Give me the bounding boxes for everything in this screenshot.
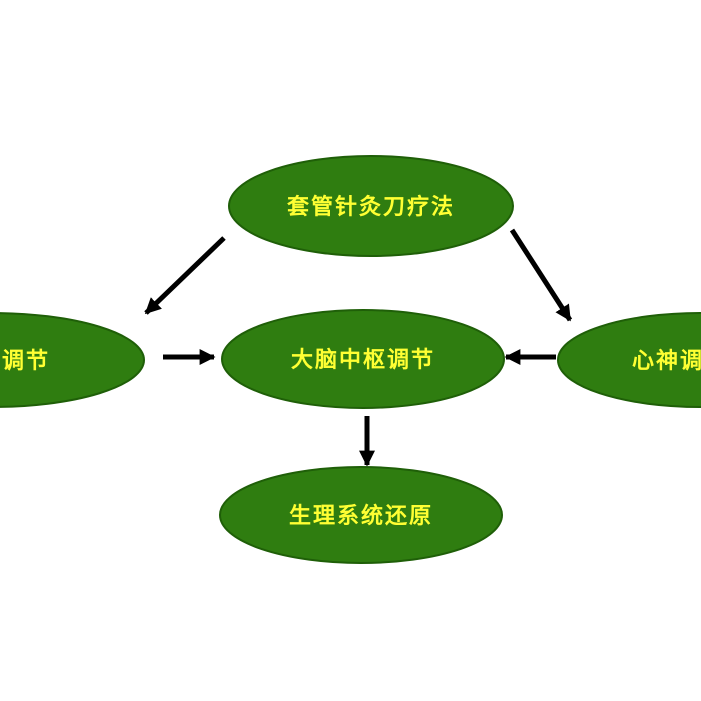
node-left: 调节 [0, 312, 145, 408]
node-right-label: 心神调 [632, 348, 701, 374]
node-right: 心神调 [557, 312, 701, 408]
node-right-ellipse [557, 312, 701, 408]
node-left-label: 调节 [2, 349, 50, 374]
node-bottom-label: 生理系统还原 [289, 503, 433, 529]
node-bottom: 生理系统还原 [219, 466, 503, 564]
node-top: 套管针灸刀疗法 [228, 155, 514, 257]
node-center: 大脑中枢调节 [221, 309, 505, 409]
node-top-ellipse [228, 155, 514, 257]
node-top-label: 套管针灸刀疗法 [287, 194, 455, 220]
arrow-top-to-right [509, 228, 573, 322]
node-center-ellipse [221, 309, 505, 409]
node-center-label: 大脑中枢调节 [291, 347, 435, 373]
node-left-ellipse [0, 312, 145, 408]
node-bottom-ellipse [219, 466, 503, 564]
arrow-top-to-left [144, 236, 226, 315]
